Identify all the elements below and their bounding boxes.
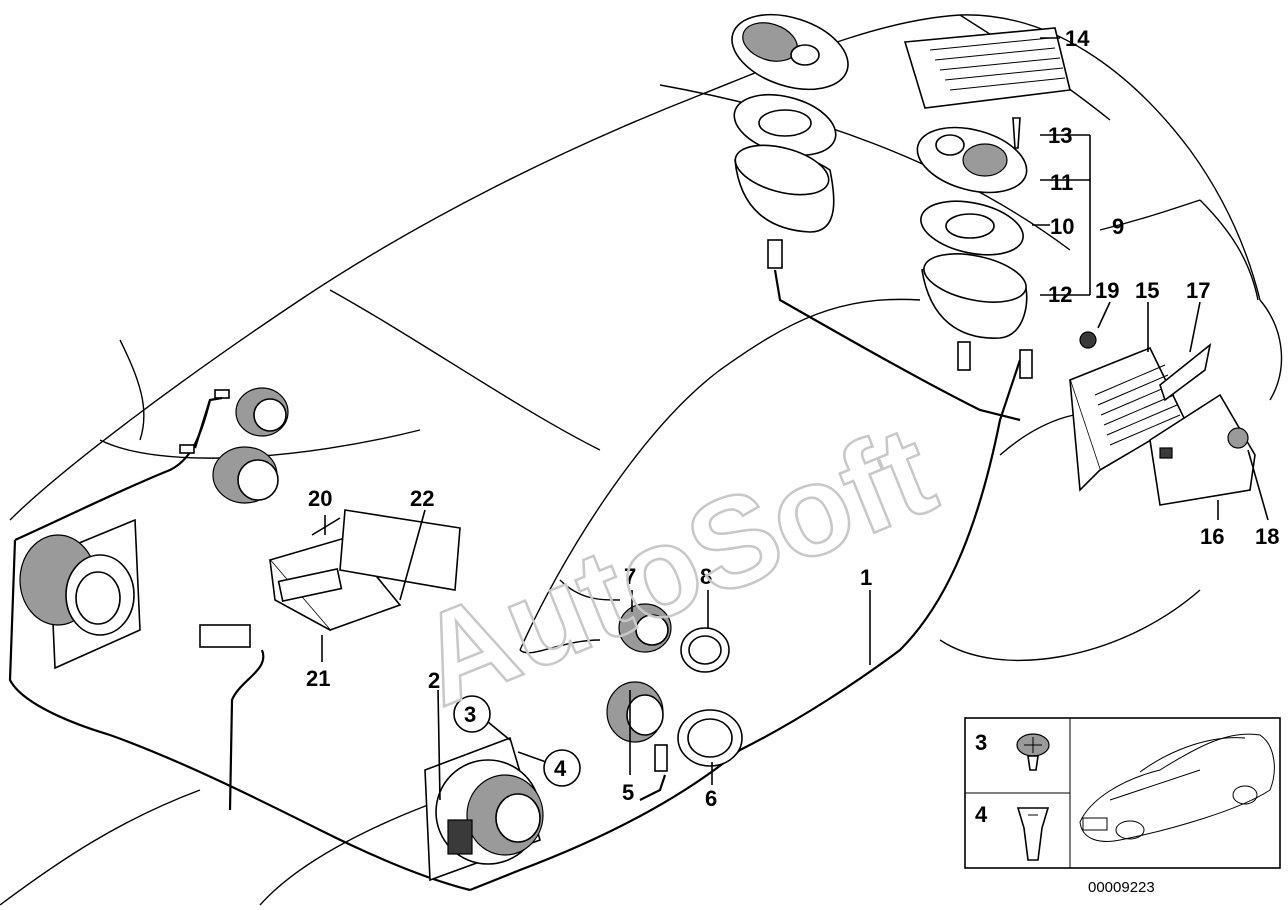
rear-woofer [19, 518, 141, 670]
label-9: 9 [1112, 214, 1124, 239]
inset-label-4: 4 [975, 802, 988, 827]
callout-circle-3 [453, 695, 491, 733]
amplifier-assembly [1069, 331, 1256, 506]
label-7: 7 [624, 564, 636, 589]
leader-lines [321, 37, 1269, 801]
label-10: 10 [1050, 214, 1074, 239]
label-22: 22 [410, 486, 434, 511]
label-16: 16 [1200, 524, 1224, 549]
label-18: 18 [1255, 524, 1279, 549]
label-13: 13 [1048, 123, 1072, 148]
screw-icon [1016, 733, 1050, 771]
rear-tweeters [179, 387, 289, 504]
label-20: 20 [308, 486, 332, 511]
label-11: 11 [1050, 170, 1073, 195]
part-labels: 1 2 3 4 5 6 7 8 9 10 11 12 13 14 15 16 1… [306, 26, 1279, 811]
label-17: 17 [1186, 278, 1210, 303]
door-speaker [424, 736, 544, 882]
vehicle-thumbnail [1079, 733, 1275, 842]
inset-box: 3 4 [964, 717, 1281, 869]
label-2: 2 [428, 668, 440, 693]
center-speakers [606, 603, 743, 772]
label-15: 15 [1135, 278, 1159, 303]
label-8: 8 [700, 564, 712, 589]
holder-assembly [199, 509, 461, 648]
callout-circle-4 [543, 749, 581, 787]
label-4: 4 [554, 756, 567, 781]
rear-deck-speakers [731, 13, 1071, 379]
document-number: 00009223 [1088, 879, 1155, 896]
car-outline [0, 14, 1283, 906]
label-12: 12 [1048, 282, 1072, 307]
label-5: 5 [622, 780, 634, 805]
clip-nut-icon [1016, 807, 1050, 861]
label-21: 21 [306, 666, 330, 691]
label-3: 3 [464, 702, 476, 727]
label-6: 6 [705, 786, 717, 811]
inset-label-3: 3 [975, 730, 987, 755]
label-14: 14 [1065, 26, 1090, 51]
label-1: 1 [860, 565, 872, 590]
wiring-harness [8, 269, 1022, 892]
label-19: 19 [1095, 278, 1119, 303]
